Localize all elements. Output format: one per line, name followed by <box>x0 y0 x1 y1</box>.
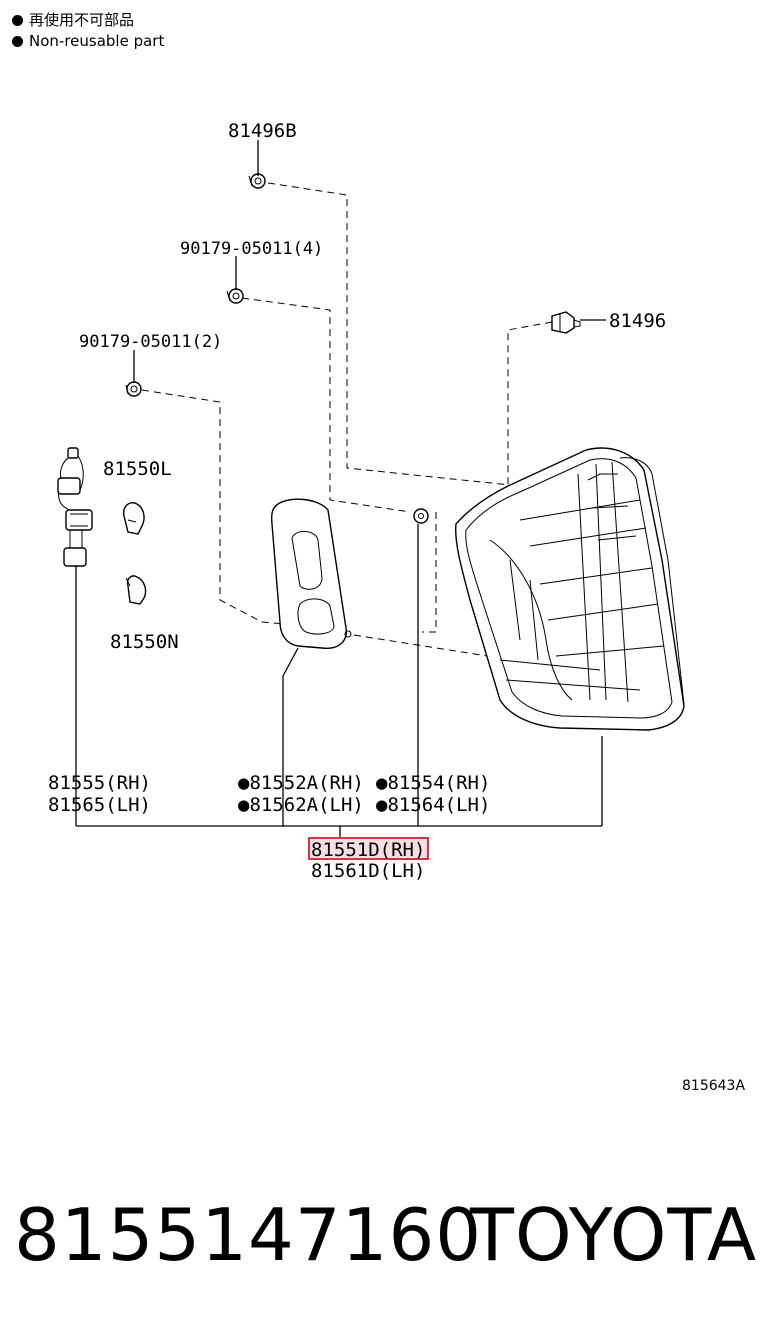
clip-81496-icon <box>551 311 581 334</box>
callout-leader-lines <box>75 140 606 838</box>
tail-lamp-assembly-icon <box>454 447 685 731</box>
callout-81565-lh: 81565(LH) <box>48 794 151 816</box>
highlight-box <box>308 837 429 860</box>
legend-english-text: Non-reusable part <box>29 32 165 50</box>
callout-81496: 81496 <box>609 310 666 332</box>
brand-name: TOYOTA <box>470 1193 758 1277</box>
callout-81562a-lh: ●81562A(LH) <box>238 794 364 816</box>
dashed-leader-lines <box>141 182 553 659</box>
legend-japanese-text: 再使用不可部品 <box>29 11 135 29</box>
lamp-packing-gasket-icon <box>270 498 352 649</box>
clip-81496b-icon <box>248 173 266 189</box>
callout-90179-05011-4: 90179-05011(4) <box>180 239 323 259</box>
bulb-81550l-icon <box>122 502 145 535</box>
callout-81551d-rh[interactable]: 81551D(RH) <box>311 839 425 861</box>
socket-wire-harness-icon <box>57 447 93 567</box>
legend-non-reusable-english: Non-reusable part <box>12 31 164 51</box>
callout-81555-rh: 81555(RH) <box>48 772 151 794</box>
non-reusable-bullet-icon <box>12 15 23 26</box>
grommet-81554-icon <box>413 508 429 524</box>
callout-81564-lh: ●81564(LH) <box>376 794 490 816</box>
callout-81496b: 81496B <box>228 120 297 142</box>
part-number: 8155147160 <box>14 1193 483 1277</box>
legend-non-reusable-japanese: 再使用不可部品 <box>12 10 134 30</box>
callout-81550n: 81550N <box>110 631 179 653</box>
non-reusable-bullet-icon <box>12 36 23 47</box>
callout-90179-05011-2: 90179-05011(2) <box>79 332 222 352</box>
nut-90179-lower-icon <box>125 381 142 397</box>
callout-81552a-rh: ●81552A(RH) <box>238 772 364 794</box>
callout-81550l: 81550L <box>103 458 172 480</box>
figure-code: 815643A <box>682 1078 745 1094</box>
nut-90179-upper-icon <box>226 288 244 304</box>
callout-81561d-lh: 81561D(LH) <box>311 860 425 882</box>
callout-81554-rh: ●81554(RH) <box>376 772 490 794</box>
bulb-81550n-icon <box>125 575 147 605</box>
